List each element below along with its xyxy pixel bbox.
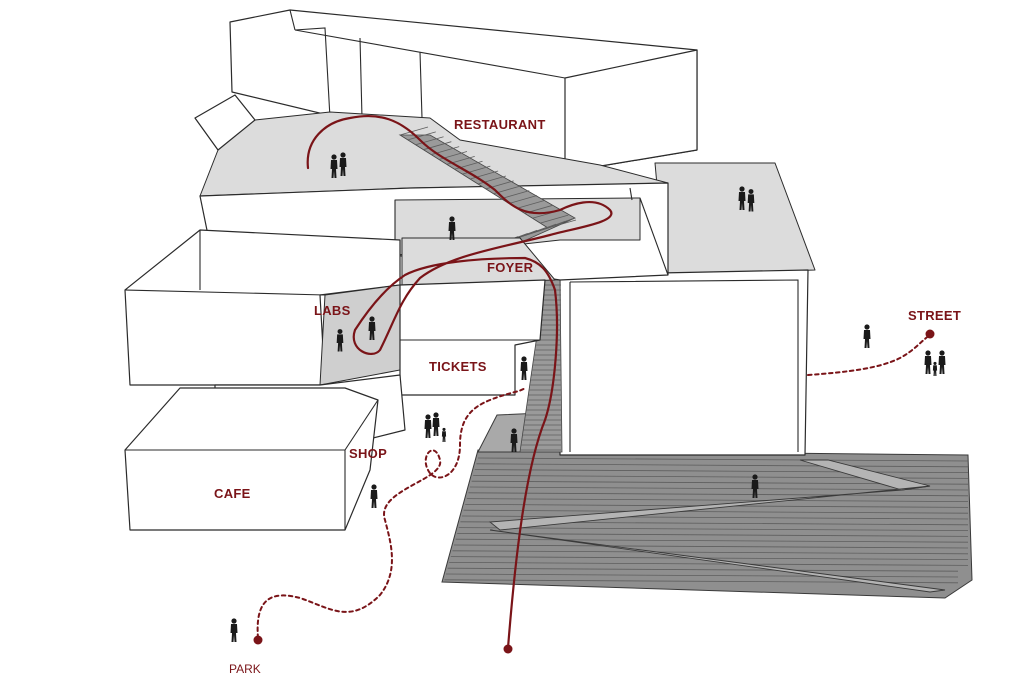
person-icon: [938, 350, 946, 374]
upper-stair-tread: [462, 165, 491, 175]
person-icon: [747, 189, 755, 212]
person-icon: [336, 329, 344, 352]
label-foyer: FOYER: [487, 260, 534, 275]
person-icon: [738, 186, 746, 210]
street-route-dashed: [807, 334, 931, 376]
plaza-tread-line: [458, 527, 969, 531]
person-icon: [448, 216, 456, 240]
label-restaurant: RESTAURANT: [454, 117, 546, 132]
label-street: STREET: [908, 308, 961, 323]
labs-block: [124, 229, 401, 386]
upper-stair-tread: [415, 136, 444, 146]
park-route-dashed: [256, 387, 526, 639]
upper-stair-tread: [547, 217, 576, 229]
upper-stair-tread: [519, 226, 547, 238]
upper-stair-tread: [469, 170, 499, 180]
person-icon: [932, 361, 938, 376]
upper-stair-tread: [399, 126, 429, 136]
person-icon: [370, 484, 378, 508]
plaza-tread-line: [476, 463, 969, 468]
person-icon: [339, 152, 347, 176]
person-icon: [424, 414, 432, 438]
plaza-tread-line: [452, 550, 969, 555]
label-cafe: CAFE: [214, 486, 251, 501]
plaza-tread-line: [445, 573, 959, 578]
space-labels: RESTAURANT FOYER LABS TICKETS SHOP CAFE …: [214, 117, 961, 676]
upper-stair-tread: [540, 214, 569, 224]
person-icon: [432, 412, 440, 436]
person-icon: [751, 474, 759, 498]
plaza-tread-line: [461, 515, 969, 520]
person-icon: [510, 428, 518, 452]
foyer-floor: [401, 237, 556, 286]
label-tickets: TICKETS: [429, 359, 487, 374]
upper-stair-tread: [407, 131, 436, 141]
plaza-ramp-middle: [488, 485, 931, 531]
plaza-tread-line: [455, 538, 969, 543]
plaza-tread-line: [469, 486, 969, 491]
label-park: PARK: [229, 662, 261, 676]
upper-stair-tread: [538, 220, 566, 232]
main-route-start-dot: [503, 644, 513, 654]
plaza-tread-line: [463, 509, 969, 514]
plaza-tread-line: [453, 544, 969, 549]
plaza-tread-line: [447, 567, 959, 572]
cafe-block: [124, 387, 379, 531]
main-route-solid: [306, 114, 613, 650]
label-labs: LABS: [314, 303, 351, 318]
plaza-tread-line: [468, 492, 969, 497]
person-icon: [368, 316, 376, 340]
person-icon: [863, 324, 871, 348]
person-icon: [520, 356, 528, 380]
label-shop: SHOP: [349, 446, 387, 461]
plaza-tread-line: [457, 533, 969, 537]
person-icon: [924, 350, 932, 374]
stepped-plaza: [441, 411, 973, 599]
street-start-dot: [925, 329, 935, 339]
plaza-ramp-lower: [489, 529, 946, 593]
auditorium-block: [559, 162, 816, 456]
upper-stair-tread: [516, 200, 545, 209]
upper-stair-tread: [528, 223, 557, 235]
park-start-dot: [253, 635, 263, 645]
plaza-tread-line: [477, 457, 969, 462]
people: [230, 152, 946, 642]
plaza-tread-line: [474, 469, 969, 473]
person-icon: [230, 618, 238, 642]
upper-stair-tread: [508, 195, 538, 204]
plaza-tread-line: [449, 562, 969, 566]
plaza-tread-line: [466, 498, 969, 502]
restaurant-block: [229, 9, 698, 173]
person-icon: [330, 154, 338, 178]
person-icon: [441, 427, 447, 442]
upper-stair-tread: [501, 190, 530, 200]
circulation-paths: [253, 114, 935, 654]
plaza-tread-line: [450, 556, 969, 560]
upper-stair-tread: [477, 175, 507, 185]
main-stair: [519, 279, 563, 453]
